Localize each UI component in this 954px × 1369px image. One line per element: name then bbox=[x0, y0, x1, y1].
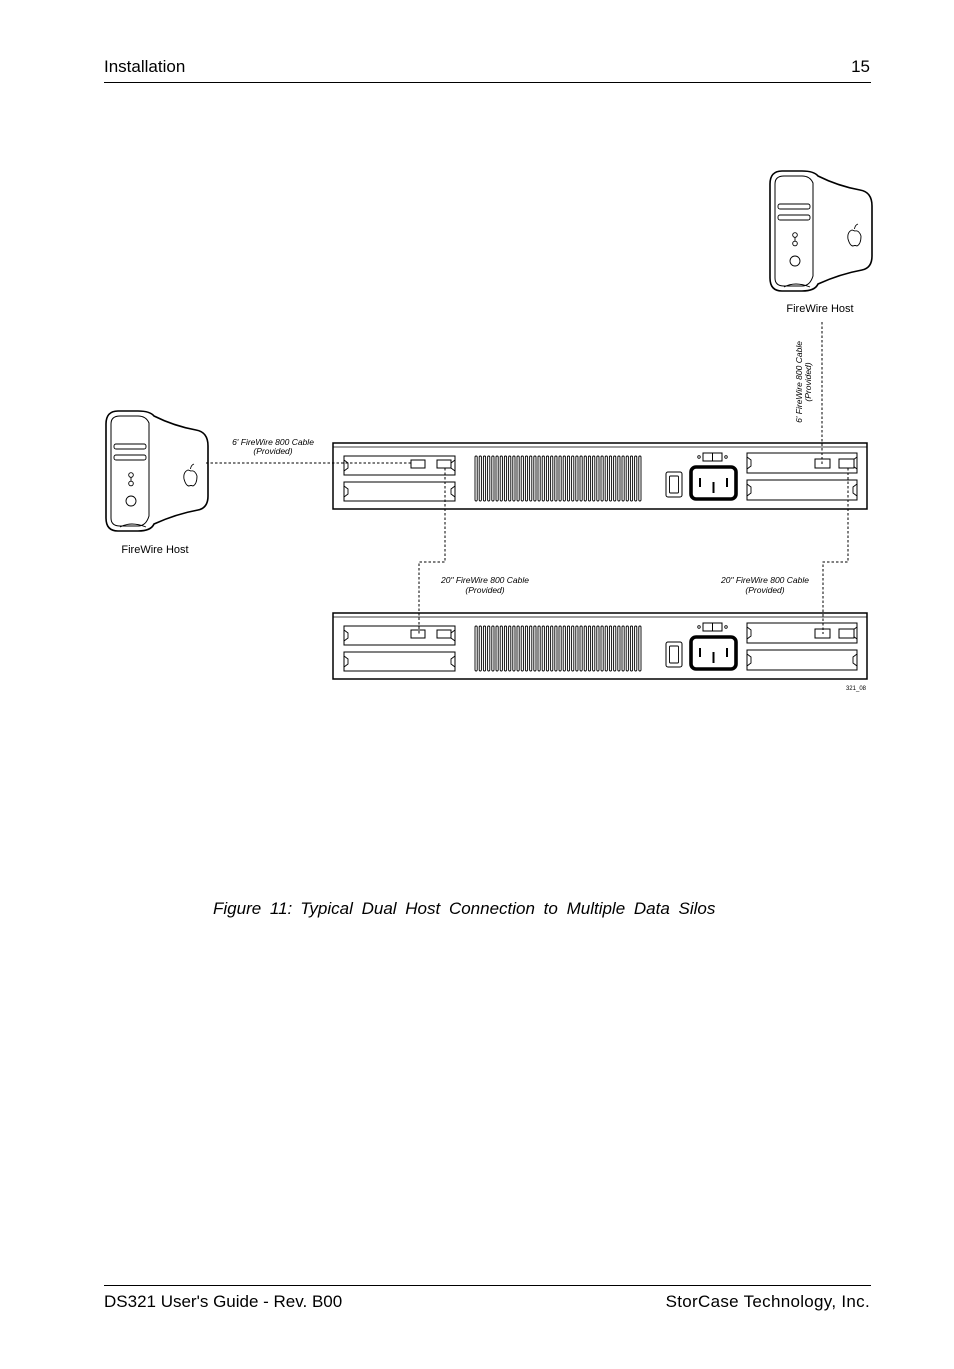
label-cable-6ft-right-line1: 6' FireWire 800 Cable bbox=[794, 341, 804, 423]
firewire-host-right-icon bbox=[769, 170, 873, 292]
figure-title: Typical Dual Host Connection to Multiple… bbox=[300, 899, 716, 918]
header-section-title: Installation bbox=[104, 57, 186, 76]
footer-company: StorCase Technology, Inc. bbox=[665, 1292, 870, 1311]
footer-rule bbox=[104, 1285, 871, 1286]
firewire-host-left-icon bbox=[105, 410, 209, 532]
header-rule bbox=[104, 82, 871, 83]
figure-caption: Figure 11: Typical Dual Host Connection t… bbox=[213, 899, 715, 919]
data-silo-lower bbox=[331, 611, 869, 681]
header-page-number: 15 bbox=[851, 57, 870, 76]
label-cable-6ft-left-line2: (Provided) bbox=[253, 446, 292, 456]
figure-code: 321_08 bbox=[846, 686, 867, 692]
label-cable-20in-left-line2: (Provided) bbox=[465, 585, 504, 595]
data-silo-upper bbox=[331, 441, 869, 511]
label-host-left: FireWire Host bbox=[121, 544, 188, 556]
label-cable-20in-left-line1: 20" FireWire 800 Cable bbox=[440, 575, 529, 585]
cable-20in-right bbox=[822, 468, 849, 634]
figure-number: Figure 11: bbox=[213, 899, 293, 918]
label-cable-6ft-left-line1: 6' FireWire 800 Cable bbox=[232, 437, 314, 447]
label-cable-20in-right-line1: 20" FireWire 800 Cable bbox=[720, 575, 809, 585]
footer-document-title: DS321 User's Guide - Rev. B00 bbox=[104, 1292, 343, 1311]
label-cable-6ft-right-line2: (Provided) bbox=[803, 362, 813, 401]
label-host-right: FireWire Host bbox=[786, 303, 853, 315]
cable-20in-left bbox=[418, 468, 446, 634]
label-cable-20in-right-line2: (Provided) bbox=[745, 585, 784, 595]
